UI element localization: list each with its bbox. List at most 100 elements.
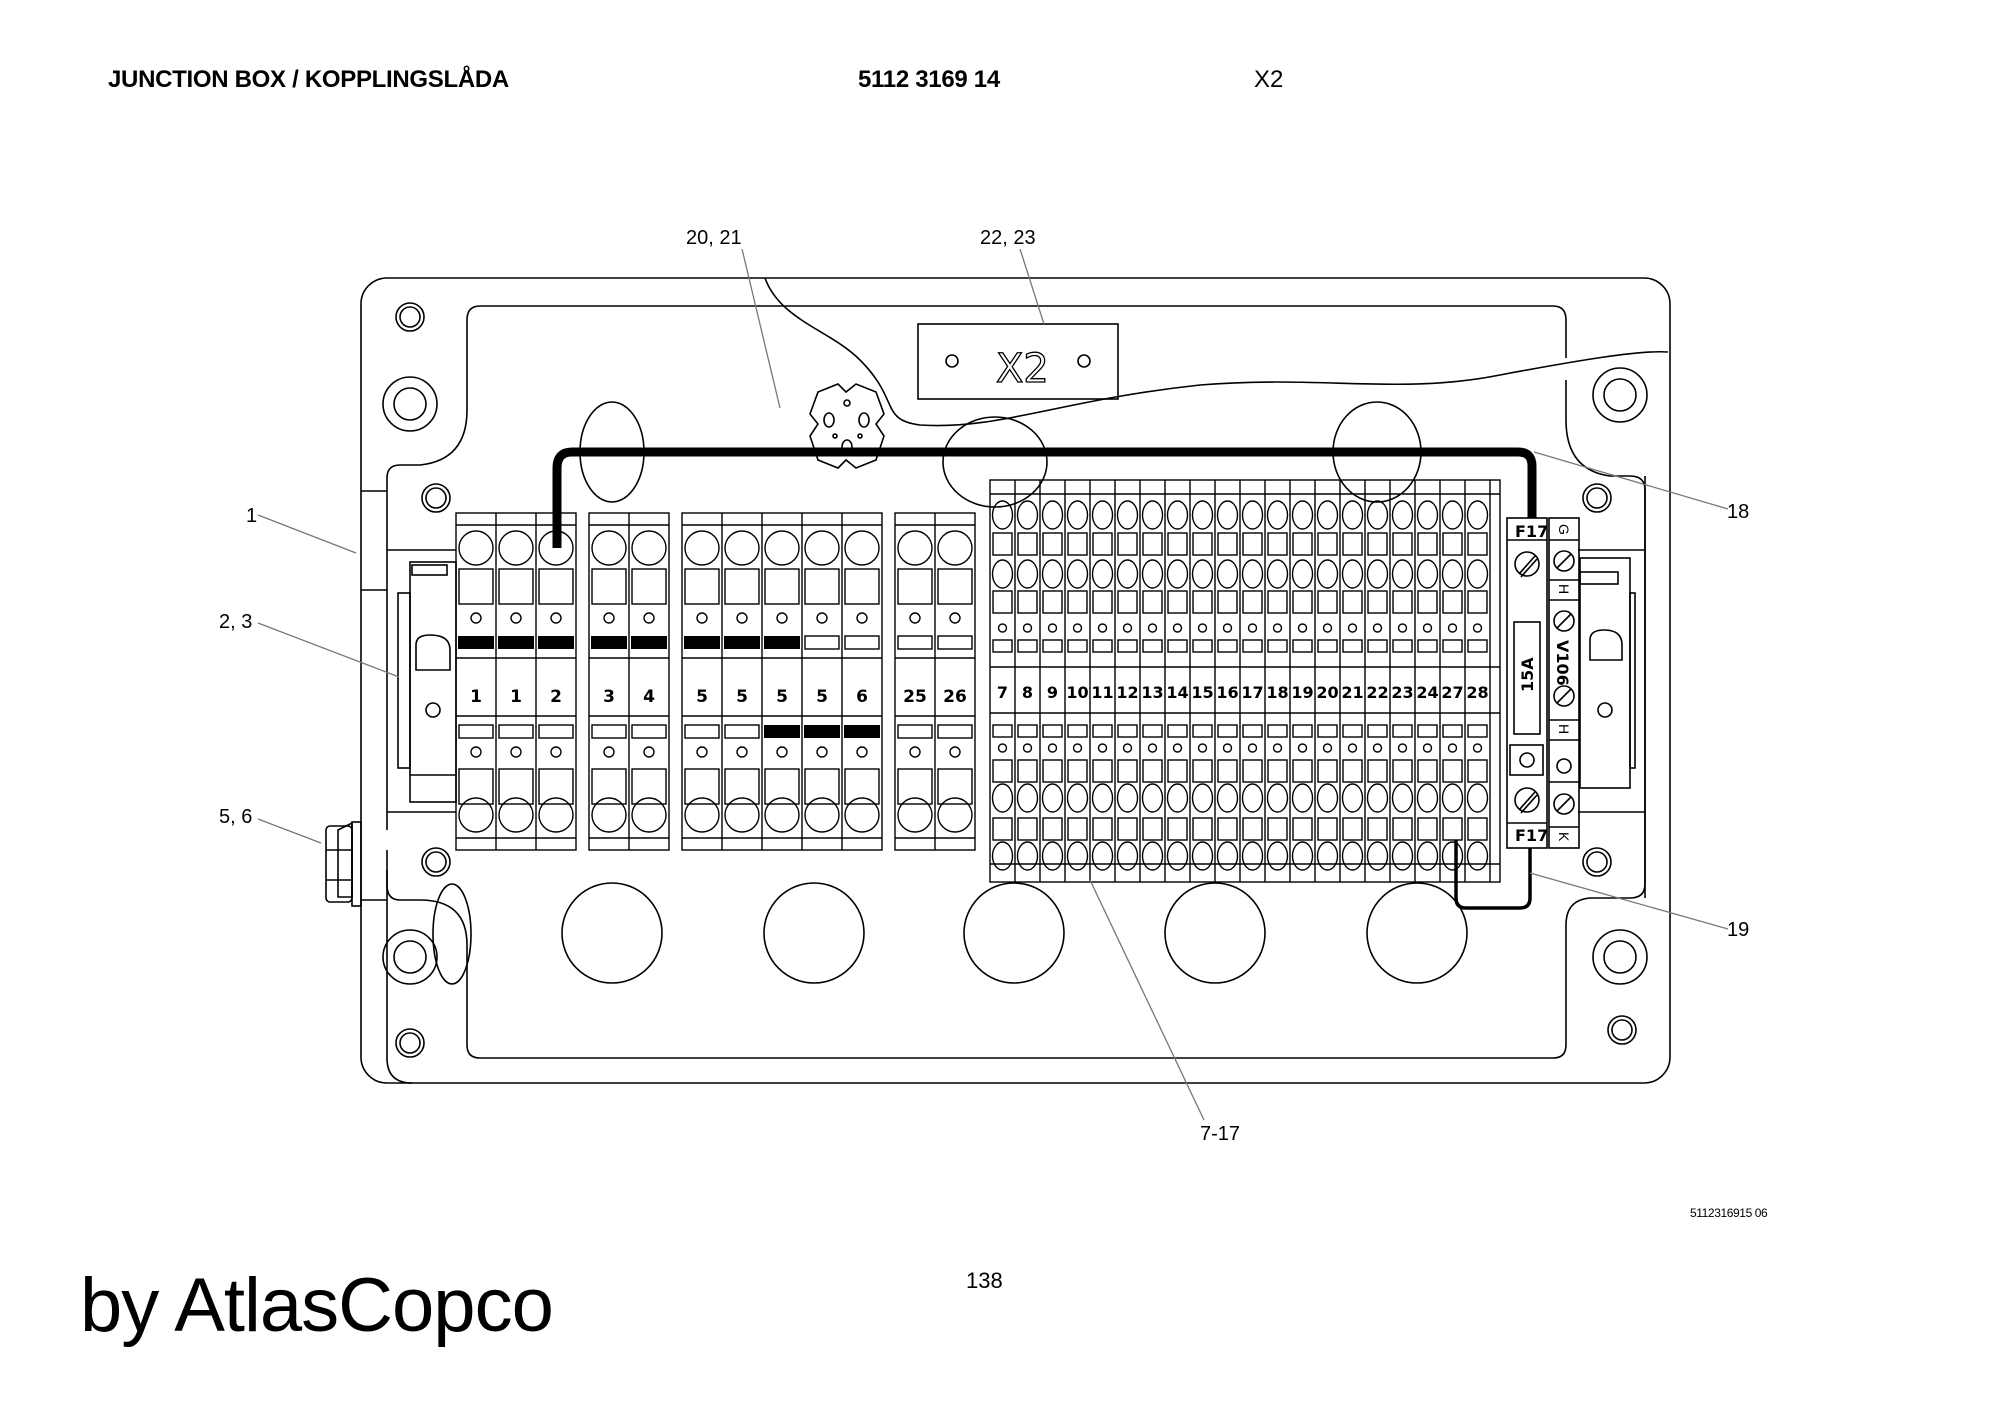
terminal-clamp-bottom-2[interactable] xyxy=(1466,841,1489,871)
terminal-clamp-top[interactable] xyxy=(844,530,880,566)
terminal-clamp-top[interactable] xyxy=(937,530,973,566)
terminal-clamp-top-2[interactable] xyxy=(1366,559,1389,589)
terminal-clamp-bottom[interactable] xyxy=(1416,783,1439,813)
terminal-clamp-bottom-2[interactable] xyxy=(1116,841,1139,871)
terminal-clamp-top-2[interactable] xyxy=(1166,559,1189,589)
terminal-clamp-top[interactable] xyxy=(1016,500,1039,530)
terminal-clamp-bottom[interactable] xyxy=(1216,783,1239,813)
terminal-clamp-bottom[interactable] xyxy=(1441,783,1464,813)
terminal-clamp-bottom-2[interactable] xyxy=(1066,841,1089,871)
terminal-clamp-top-2[interactable] xyxy=(1316,559,1339,589)
terminal-clamp-bottom-2[interactable] xyxy=(1366,841,1389,871)
terminal-clamp-bottom[interactable] xyxy=(1241,783,1264,813)
terminal-clamp-top[interactable] xyxy=(1341,500,1364,530)
terminal-clamp-bottom-2[interactable] xyxy=(1041,841,1064,871)
terminal-clamp-bottom-2[interactable] xyxy=(1016,841,1039,871)
terminal-clamp-bottom[interactable] xyxy=(1191,783,1214,813)
terminal-clamp-bottom[interactable] xyxy=(1366,783,1389,813)
terminal-clamp-bottom[interactable] xyxy=(1016,783,1039,813)
terminal-clamp-top[interactable] xyxy=(1391,500,1414,530)
terminal-clamp-bottom[interactable] xyxy=(1066,783,1089,813)
terminal-clamp-bottom[interactable] xyxy=(1141,783,1164,813)
terminal-clamp-bottom[interactable] xyxy=(1116,783,1139,813)
terminal-clamp-top[interactable] xyxy=(1466,500,1489,530)
terminal-clamp-top[interactable] xyxy=(1141,500,1164,530)
terminal-clamp-bottom[interactable] xyxy=(724,797,760,833)
terminal-clamp-top-2[interactable] xyxy=(1416,559,1439,589)
terminal-clamp-bottom[interactable] xyxy=(1166,783,1189,813)
terminal-clamp-top-2[interactable] xyxy=(1091,559,1114,589)
terminal-clamp-bottom[interactable] xyxy=(897,797,933,833)
terminal-clamp-bottom[interactable] xyxy=(991,783,1014,813)
terminal-clamp-bottom[interactable] xyxy=(684,797,720,833)
terminal-clamp-bottom[interactable] xyxy=(804,797,840,833)
terminal-clamp-top[interactable] xyxy=(458,530,494,566)
terminal-clamp-top-2[interactable] xyxy=(991,559,1014,589)
terminal-clamp-top[interactable] xyxy=(991,500,1014,530)
terminal-clamp-top[interactable] xyxy=(724,530,760,566)
terminal-clamp-bottom-2[interactable] xyxy=(1441,841,1464,871)
terminal-clamp-bottom-2[interactable] xyxy=(1166,841,1189,871)
terminal-clamp-bottom[interactable] xyxy=(1466,783,1489,813)
terminal-clamp-top-2[interactable] xyxy=(1041,559,1064,589)
terminal-clamp-bottom[interactable] xyxy=(458,797,494,833)
terminal-clamp-top[interactable] xyxy=(631,530,667,566)
terminal-clamp-bottom-2[interactable] xyxy=(1141,841,1164,871)
terminal-clamp-top[interactable] xyxy=(804,530,840,566)
terminal-clamp-top[interactable] xyxy=(1091,500,1114,530)
terminal-clamp-top-2[interactable] xyxy=(1241,559,1264,589)
terminal-clamp-bottom[interactable] xyxy=(1291,783,1314,813)
terminal-clamp-top-2[interactable] xyxy=(1216,559,1239,589)
terminal-clamp-bottom[interactable] xyxy=(1316,783,1339,813)
terminal-clamp-top-2[interactable] xyxy=(1391,559,1414,589)
terminal-clamp-top[interactable] xyxy=(897,530,933,566)
terminal-clamp-bottom[interactable] xyxy=(1266,783,1289,813)
terminal-clamp-bottom[interactable] xyxy=(844,797,880,833)
terminal-clamp-top[interactable] xyxy=(1441,500,1464,530)
terminal-clamp-top-2[interactable] xyxy=(1466,559,1489,589)
terminal-clamp-top[interactable] xyxy=(1416,500,1439,530)
terminal-clamp-bottom-2[interactable] xyxy=(1391,841,1414,871)
terminal-clamp-bottom[interactable] xyxy=(1341,783,1364,813)
terminal-clamp-top[interactable] xyxy=(764,530,800,566)
terminal-clamp-top[interactable] xyxy=(498,530,534,566)
terminal-clamp-bottom-2[interactable] xyxy=(1191,841,1214,871)
terminal-clamp-bottom-2[interactable] xyxy=(1091,841,1114,871)
terminal-clamp-top[interactable] xyxy=(1366,500,1389,530)
terminal-clamp-top[interactable] xyxy=(1191,500,1214,530)
terminal-clamp-bottom[interactable] xyxy=(591,797,627,833)
terminal-clamp-top[interactable] xyxy=(684,530,720,566)
terminal-clamp-bottom-2[interactable] xyxy=(1341,841,1364,871)
terminal-clamp-bottom[interactable] xyxy=(1041,783,1064,813)
terminal-clamp-top-2[interactable] xyxy=(1266,559,1289,589)
terminal-clamp-top[interactable] xyxy=(591,530,627,566)
terminal-clamp-top[interactable] xyxy=(1041,500,1064,530)
terminal-clamp-top-2[interactable] xyxy=(1341,559,1364,589)
terminal-clamp-bottom[interactable] xyxy=(538,797,574,833)
terminal-clamp-top-2[interactable] xyxy=(1141,559,1164,589)
terminal-clamp-top-2[interactable] xyxy=(1291,559,1314,589)
terminal-clamp-top[interactable] xyxy=(1266,500,1289,530)
terminal-clamp-bottom[interactable] xyxy=(631,797,667,833)
terminal-clamp-top[interactable] xyxy=(1241,500,1264,530)
terminal-clamp-bottom-2[interactable] xyxy=(991,841,1014,871)
terminal-clamp-bottom-2[interactable] xyxy=(1241,841,1264,871)
terminal-clamp-bottom[interactable] xyxy=(1091,783,1114,813)
terminal-clamp-bottom-2[interactable] xyxy=(1216,841,1239,871)
terminal-clamp-top-2[interactable] xyxy=(1066,559,1089,589)
terminal-clamp-bottom[interactable] xyxy=(1391,783,1414,813)
terminal-clamp-top[interactable] xyxy=(1291,500,1314,530)
terminal-clamp-top-2[interactable] xyxy=(1116,559,1139,589)
terminal-clamp-top[interactable] xyxy=(1116,500,1139,530)
terminal-clamp-bottom-2[interactable] xyxy=(1416,841,1439,871)
terminal-clamp-bottom[interactable] xyxy=(498,797,534,833)
terminal-clamp-top-2[interactable] xyxy=(1191,559,1214,589)
terminal-clamp-bottom[interactable] xyxy=(764,797,800,833)
terminal-clamp-top[interactable] xyxy=(1166,500,1189,530)
terminal-clamp-top[interactable] xyxy=(1216,500,1239,530)
terminal-clamp-bottom-2[interactable] xyxy=(1266,841,1289,871)
terminal-clamp-top[interactable] xyxy=(1066,500,1089,530)
terminal-clamp-bottom-2[interactable] xyxy=(1316,841,1339,871)
terminal-clamp-bottom[interactable] xyxy=(937,797,973,833)
terminal-clamp-top[interactable] xyxy=(1316,500,1339,530)
